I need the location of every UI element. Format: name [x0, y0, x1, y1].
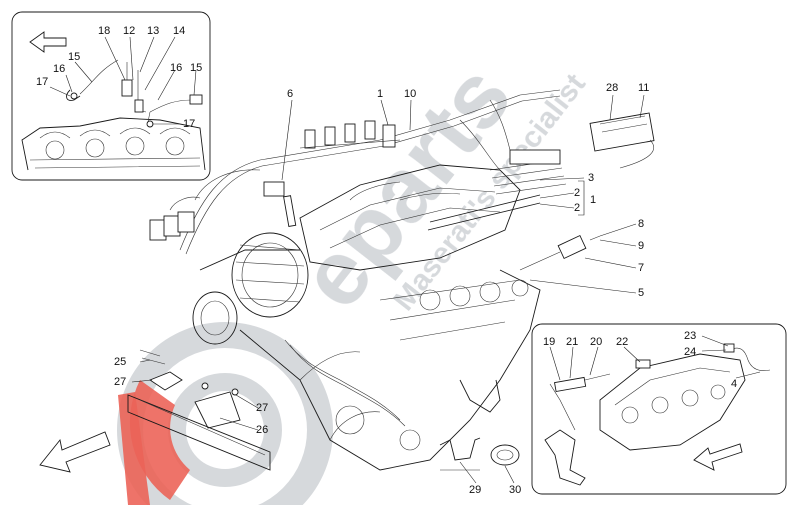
callout-14: 14 [173, 25, 186, 37]
direction-arrow-icon [29, 31, 67, 53]
callout-29: 29 [469, 484, 482, 496]
callout-17b: 17 [183, 118, 196, 130]
watermark-logo-wheel [117, 322, 333, 505]
callout-4: 4 [731, 378, 738, 390]
spark-plug-leads [149, 196, 201, 241]
callout-25: 25 [114, 356, 127, 368]
callout-27b: 27 [256, 402, 269, 414]
callout-27a: 27 [114, 376, 127, 388]
spark-plug-leads-right [489, 149, 567, 195]
callout-16b: 16 [170, 62, 183, 74]
callout-15b: 15 [190, 62, 203, 74]
callout-13: 13 [147, 25, 160, 37]
sensor-7 [519, 234, 601, 271]
callout-6: 6 [287, 88, 294, 100]
leader-lines [49, 36, 761, 484]
frame-rail [127, 394, 271, 471]
callout-12: 12 [123, 25, 136, 37]
watermark-brand-text: eparts Maserati's specialist [281, 46, 593, 326]
callout-30: 30 [509, 484, 522, 496]
clamp-30 [490, 444, 520, 466]
callout-7: 7 [638, 262, 645, 274]
callout-5: 5 [638, 287, 645, 299]
mounting-brackets [139, 349, 241, 429]
callout-3: 3 [588, 172, 595, 184]
callout-9: 9 [638, 240, 645, 252]
callout-26: 26 [256, 424, 269, 436]
callout-20: 20 [590, 336, 603, 348]
callout-24: 24 [684, 346, 697, 358]
ecu-module [589, 112, 655, 169]
callout-8: 8 [638, 218, 645, 230]
callout-2a: 2 [574, 187, 581, 199]
inset-top-left [11, 11, 211, 181]
callout-17a: 17 [36, 76, 49, 88]
inset-bottom-right [531, 323, 787, 495]
callout-28: 28 [606, 82, 619, 94]
callout-23: 23 [684, 330, 697, 342]
callout-18: 18 [98, 25, 111, 37]
callout-19: 19 [543, 336, 556, 348]
ignition-coils [299, 120, 401, 149]
callout-11: 11 [638, 82, 650, 94]
callout-10: 10 [404, 88, 417, 100]
fuel-rail [427, 194, 541, 231]
direction-arrow-icon [693, 443, 743, 471]
direction-arrow-icon [39, 431, 111, 473]
ignition-coil-6 [263, 181, 297, 227]
callout-21: 21 [566, 336, 579, 348]
callout-15a: 15 [68, 51, 81, 63]
callout-1b: 1 [590, 194, 597, 206]
callout-2b: 2 [574, 202, 581, 214]
callout-16a: 16 [53, 63, 66, 75]
callout-22: 22 [616, 336, 629, 348]
clip-29 [439, 437, 481, 471]
callout-1: 1 [377, 88, 384, 100]
